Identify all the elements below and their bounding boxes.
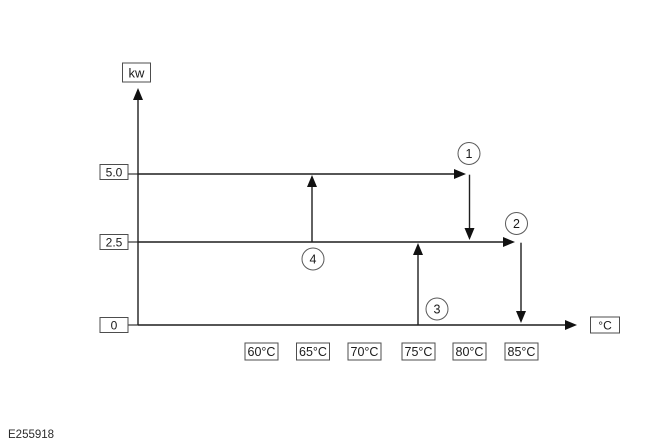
x-tick-label-65: 65°C [299,345,327,359]
x-tick-box-80 [452,342,487,361]
x-tick-label-85: 85°C [508,345,536,359]
y-tick-box-2-5 [99,234,129,250]
x-tick-box-65 [296,342,330,361]
x-tick-label-75: 75°C [405,345,433,359]
x-unit-label: °C [598,319,612,333]
x-tick-box-70 [347,342,382,361]
x-axis-unit: °C [590,316,620,334]
x-tick-box-60 [244,342,279,361]
y-unit-box [122,62,151,83]
x-tick-label-70: 70°C [351,345,379,359]
x-tick-label-60: 60°C [248,345,276,359]
y-tick-box-5-0 [99,164,129,180]
y-tick-label-2-5: 2.5 [106,236,123,250]
x-tick-labels: 60°C 65°C 70°C 75°C 80°C 85°C [244,342,539,361]
x-tick-label-80: 80°C [456,345,484,359]
x-unit-box [590,316,620,334]
x-tick-box-75 [401,342,436,361]
callout-3-circle [425,297,449,321]
callouts: 1 2 3 4 [301,142,528,321]
y-tick-label-0: 0 [111,319,118,333]
callout-2-label: 2 [513,217,520,231]
x-tick-box-85 [504,342,539,361]
figure-code: E255918 [8,429,54,441]
y-unit-label: kw [129,66,146,81]
callout-1-circle [457,142,481,165]
callout-4-label: 4 [310,253,317,267]
y-tick-labels: 5.0 2.5 0 [99,164,129,333]
y-axis [128,88,143,326]
callout-2-circle [505,212,528,235]
y-tick-box-0 [99,317,129,333]
y-tick-label-5-0: 5.0 [106,166,123,180]
y-axis-unit: kw [122,62,151,83]
callout-3-label: 3 [434,303,441,317]
callout-1-label: 1 [466,147,473,161]
plot-arrows [138,169,526,325]
callout-4-circle [301,247,325,271]
